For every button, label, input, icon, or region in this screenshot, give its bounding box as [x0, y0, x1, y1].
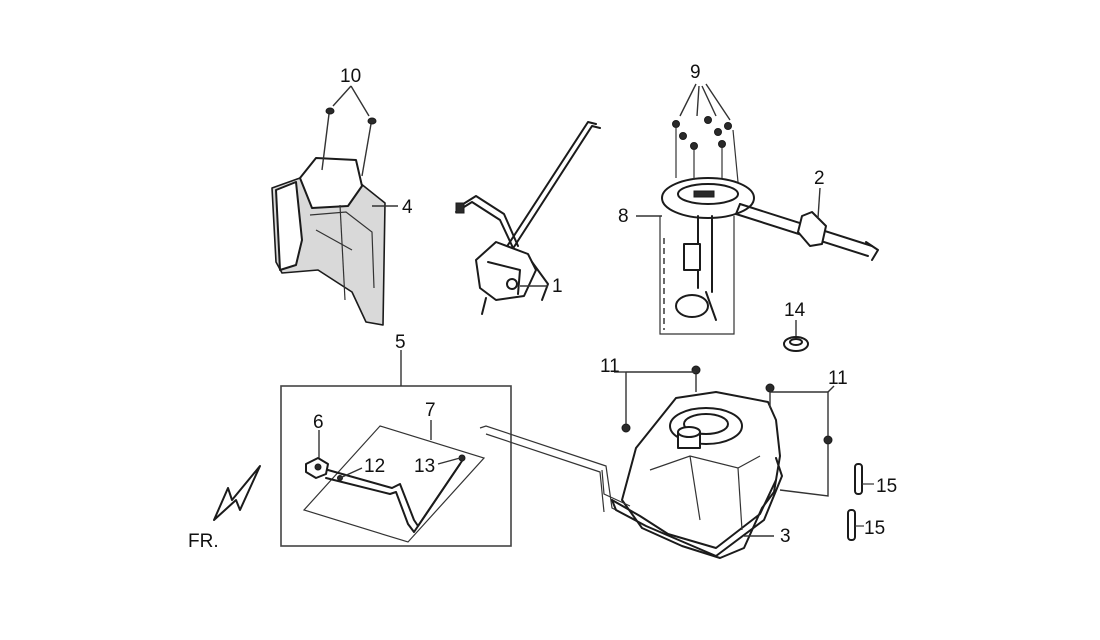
part-14-grommet	[783, 336, 809, 352]
callout-14: 14	[784, 300, 806, 321]
callout-12: 12	[364, 456, 385, 477]
bolt-10-right	[361, 117, 377, 177]
part-5-group	[280, 385, 512, 547]
leader-12	[339, 467, 363, 479]
part-2-fuel-hose	[735, 203, 879, 261]
part-1-valve-assembly	[455, 121, 601, 315]
front-direction-label: FR.	[188, 531, 219, 552]
callout-4: 4	[402, 197, 413, 218]
callout-9: 9	[690, 62, 701, 83]
part-6-clamp	[305, 457, 329, 479]
leader-9	[679, 83, 731, 121]
part-15-pin-lower	[847, 509, 864, 541]
part-7-breather-hose	[325, 454, 466, 533]
leader-13	[437, 457, 461, 465]
callout-6: 6	[313, 412, 324, 433]
callout-10: 10	[340, 66, 361, 87]
leader-10	[332, 85, 370, 117]
hose-connector-line-inner	[485, 433, 605, 513]
callout-11-right: 11	[828, 368, 848, 389]
callout-7: 7	[425, 400, 436, 421]
callout-3: 3	[780, 526, 791, 547]
part-15-pin-upper	[854, 463, 874, 495]
part-3-fuel-tank	[601, 391, 783, 559]
part-4-cover	[271, 157, 386, 326]
front-direction-arrow	[213, 465, 261, 521]
part-8-fuel-pump-frame	[659, 177, 755, 335]
callout-13: 13	[414, 456, 435, 477]
callout-15-upper: 15	[876, 476, 897, 497]
callout-8: 8	[618, 206, 629, 227]
leader-11-right	[827, 385, 835, 393]
callout-11-left: 11	[600, 356, 620, 377]
callout-1: 1	[552, 276, 563, 297]
bolt-10-left	[321, 107, 335, 171]
leader-2	[817, 187, 821, 219]
bolts-11-left	[621, 365, 701, 433]
callout-15-lower: 15	[864, 518, 885, 539]
group-7-subbox	[302, 425, 486, 543]
callout-2: 2	[814, 168, 825, 189]
group-5-box	[280, 385, 512, 547]
callout-5: 5	[395, 332, 406, 353]
screws-9	[672, 116, 739, 183]
